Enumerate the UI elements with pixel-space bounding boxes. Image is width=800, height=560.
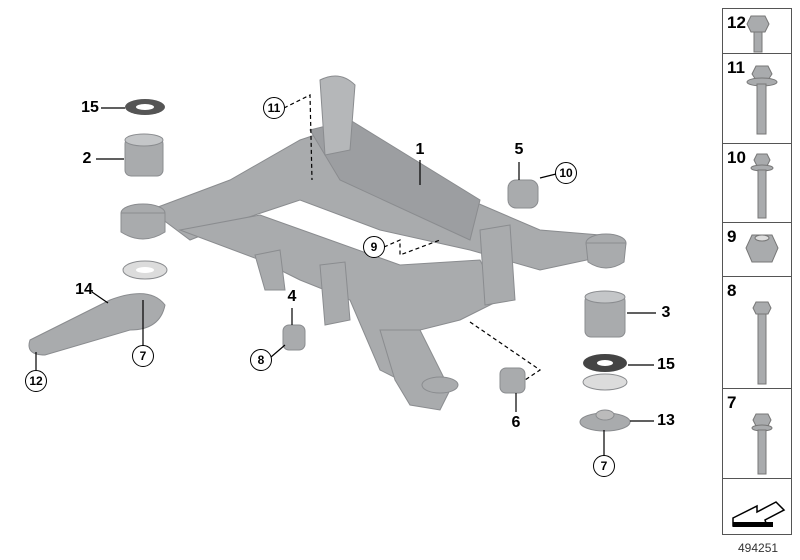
bushing-6 [499, 367, 526, 394]
bolt-8-shank [757, 313, 767, 385]
callout-7-right: 7 [593, 455, 615, 477]
callout-7-left: 7 [132, 345, 154, 367]
parts-box-label: 9 [727, 227, 737, 246]
spacer-right [582, 373, 628, 391]
callout-6: 6 [511, 414, 521, 431]
parts-box-9: 9 [722, 222, 792, 277]
callout-2: 2 [82, 150, 92, 167]
callout-9: 9 [363, 236, 385, 258]
subframe-bracket-left [254, 249, 286, 291]
callout-15-left: 15 [81, 99, 99, 116]
bushing-4 [282, 324, 306, 351]
callout-3: 3 [661, 304, 671, 321]
parts-box-12: 12 [722, 8, 792, 54]
mount-left-body [120, 212, 166, 240]
washer-15-right-hole [597, 360, 613, 366]
bushing-5 [507, 179, 539, 209]
parts-box-label: 8 [727, 281, 737, 300]
callout-11: 11 [263, 97, 285, 119]
mount-right-body [585, 242, 627, 269]
parts-box-label: 11 [727, 58, 745, 77]
bushing-3-top [584, 290, 626, 304]
parts-box-8: 8 [722, 276, 792, 389]
bolt-8-head [752, 301, 772, 315]
reference-number: 494251 [738, 541, 779, 555]
parts-box-11: 11 [722, 53, 792, 144]
parts-box-label: 7 [727, 393, 737, 412]
callout-8: 8 [250, 349, 272, 371]
link-14 [28, 293, 166, 356]
subframe-turret [319, 75, 356, 156]
bolt-11-shank [756, 83, 767, 135]
parts-box-label: 12 [727, 13, 746, 32]
nut-9-hole [754, 234, 770, 242]
callout-12: 12 [25, 370, 47, 392]
callout-1: 1 [415, 141, 425, 158]
parts-box-10: 10 [722, 143, 792, 223]
cap-13-top [595, 409, 615, 421]
mount-front [421, 376, 459, 394]
washer-15-left-hole [136, 104, 154, 110]
callout-15-right: 15 [657, 356, 675, 373]
callout-5: 5 [514, 141, 524, 158]
callout-14: 14 [75, 281, 93, 298]
bolt-7-shank [757, 429, 767, 475]
direction-arrow-base [733, 522, 773, 527]
bolt-12-shank [753, 31, 763, 53]
parts-box-7: 7 [722, 388, 792, 479]
leader-lines [35, 94, 656, 456]
callout-4: 4 [287, 288, 297, 305]
callout-13: 13 [657, 412, 675, 429]
callout-10: 10 [555, 162, 577, 184]
spacer-left-hole [136, 267, 154, 273]
parts-box-label: 10 [727, 148, 746, 167]
nut-9 [745, 234, 779, 263]
subframe-bracket-mid [319, 261, 351, 326]
direction-box [722, 478, 792, 535]
bushing-2-top [124, 133, 164, 147]
bolt-12-head [746, 15, 770, 33]
subframe-bracket-right [479, 224, 516, 306]
bolt-10-shank [757, 169, 767, 219]
